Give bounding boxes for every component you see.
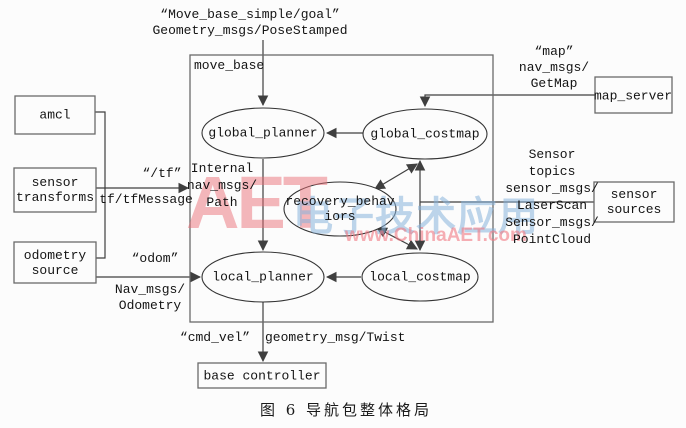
cmdvel-topic-label: “cmd_vel” <box>179 330 251 345</box>
odom-topic-label: “odom” <box>131 251 179 266</box>
edge-amcl-odometry-bus <box>95 111 106 259</box>
figure-caption: 图 6 导航包整体格局 <box>259 401 433 419</box>
tf-message-label: tf/tfMessage <box>99 192 193 207</box>
move-base-label: move_base <box>194 58 265 73</box>
odometry-source-box <box>13 241 97 284</box>
recovery-behaviors-ellipse <box>283 181 397 237</box>
edge-recovery-global-costmap <box>374 163 418 190</box>
tf-topic-label: “/tf” <box>142 166 182 181</box>
edge-recovery-local-costmap <box>376 227 418 250</box>
odom-message-label: Nav_msgs/ Odometry <box>114 282 186 313</box>
move-base-container-box <box>189 54 494 323</box>
global-planner-label: global_planner <box>208 125 318 141</box>
global-planner-ellipse <box>201 107 325 159</box>
base-controller-box <box>197 362 327 389</box>
sensor-topics-labels: Sensor topics sensor_msgs/ LaserScan Sen… <box>505 147 599 247</box>
amcl-label: amcl <box>39 107 71 123</box>
sensor-transforms-box <box>13 167 97 213</box>
local-planner-label: local_planner <box>212 269 314 285</box>
internal-path-label: Internal nav_msgs/ Path <box>186 161 258 210</box>
local-costmap-label: local_costmap <box>369 269 471 285</box>
global-costmap-label: global_costmap <box>370 126 480 142</box>
local-costmap-ellipse <box>361 252 479 302</box>
goal-topic-labels: “Move_base_simple/goal” Geometry_msgs/Po… <box>152 7 348 38</box>
map-server-box <box>594 76 673 114</box>
global-costmap-ellipse <box>362 108 488 160</box>
sensor-sources-label: sensor sources <box>606 187 662 217</box>
odometry-source-label: odometry source <box>23 248 87 278</box>
amcl-box <box>14 95 96 135</box>
local-planner-ellipse <box>201 251 325 303</box>
cmdvel-message-label: geometry_msg/Twist <box>265 330 406 345</box>
base-controller-label: base controller <box>203 368 321 384</box>
sensor-transforms-label: sensor transforms <box>15 175 95 205</box>
edge-map-server-to-global-costmap <box>419 94 595 108</box>
map-topic-labels: “map” nav_msgs/ GetMap <box>518 44 590 91</box>
recovery-behaviors-label: recovery_behav iors <box>285 194 395 224</box>
map-server-label: map_server <box>593 88 673 104</box>
sensor-sources-box <box>593 181 675 223</box>
